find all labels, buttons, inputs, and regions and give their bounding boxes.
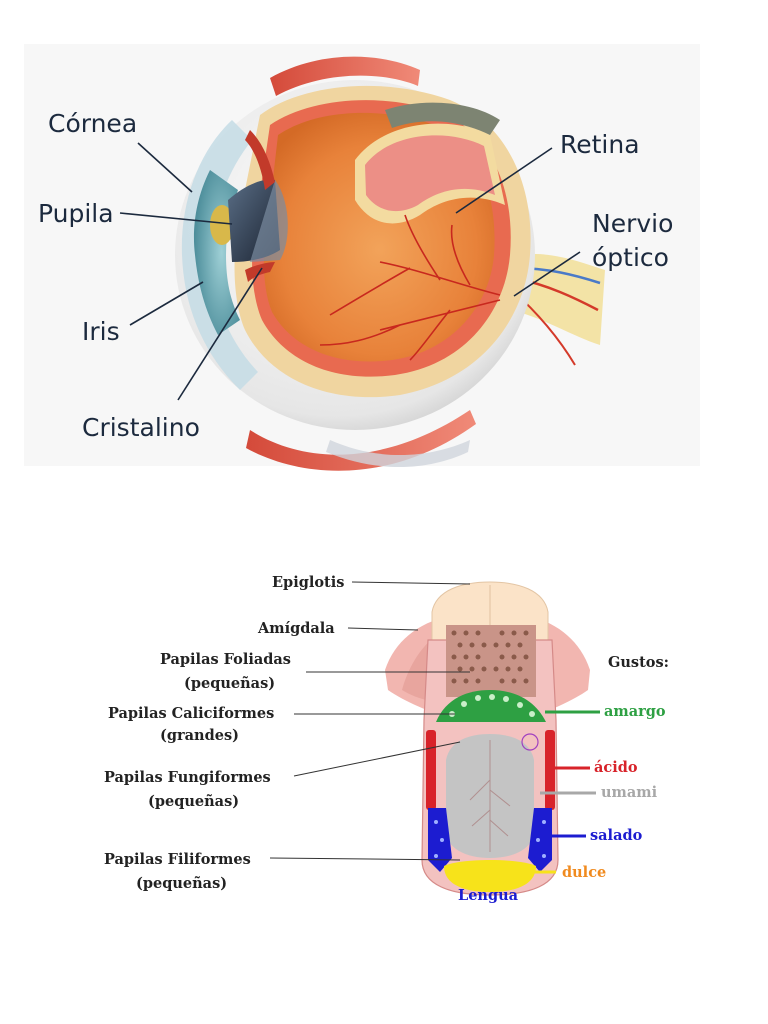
label-caliciformes-line1: Papilas Caliciformes xyxy=(108,705,274,722)
papilas-filiformes-dots xyxy=(434,820,546,858)
gusto-dulce: dulce xyxy=(562,864,606,881)
eye-leader-lines xyxy=(119,142,581,401)
label-caliciformes-line2: (grandes) xyxy=(160,727,239,744)
ciliary-body-top xyxy=(245,130,275,190)
gusto-acido: ácido xyxy=(594,759,638,776)
retina-layer xyxy=(365,135,495,212)
label-nervio-line1: Nervio xyxy=(592,209,673,238)
label-pupila: Pupila xyxy=(38,199,114,228)
label-retina: Retina xyxy=(560,130,640,159)
label-iris: Iris xyxy=(82,317,120,346)
papilas-foliadas-area xyxy=(446,625,536,697)
gusto-salado: salado xyxy=(590,827,643,844)
zona-acido-left xyxy=(426,730,436,810)
eye-muscle-bottom xyxy=(246,410,476,471)
label-fungiformes-line1: Papilas Fungiformes xyxy=(104,769,271,786)
pupil-ring xyxy=(210,205,234,245)
gustos-title: Gustos: xyxy=(608,654,669,671)
label-foliadas-line1: Papilas Foliadas xyxy=(160,651,291,668)
zona-acido-right xyxy=(545,730,555,810)
zona-amargo xyxy=(436,690,546,722)
papilas-caliciformes xyxy=(449,694,535,717)
label-nervio-line2: óptico xyxy=(592,243,669,272)
sclera-cut-section xyxy=(385,102,500,135)
cornea xyxy=(181,120,258,390)
tongue-leader-lines xyxy=(269,581,600,874)
eye-muscle-top xyxy=(270,56,420,96)
label-foliadas-line2: (pequeñas) xyxy=(184,675,275,692)
label-cornea: Córnea xyxy=(48,109,137,138)
papilas-foliadas-dots xyxy=(451,630,529,684)
label-filiformes-line2: (pequeñas) xyxy=(136,875,227,892)
label-filiformes-line1: Papilas Filiformes xyxy=(104,851,251,868)
eye-tendon-bottom xyxy=(326,440,470,468)
eye-diagram: Córnea Pupila Iris Cristalino Retina Ner… xyxy=(24,44,700,471)
label-lengua: Lengua xyxy=(458,887,519,904)
gusto-amargo: amargo xyxy=(604,703,666,720)
gusto-umami: umami xyxy=(601,784,658,801)
zona-dulce xyxy=(444,860,536,892)
papila-fungiforme-marker xyxy=(521,733,539,751)
label-epiglotis: Epiglotis xyxy=(272,574,344,591)
label-amigdala: Amígdala xyxy=(257,620,335,637)
tongue-diagram: Epiglotis Amígdala Papilas Foliadas (peq… xyxy=(104,574,669,904)
lens xyxy=(250,180,288,262)
label-cristalino: Cristalino xyxy=(82,413,200,442)
retinal-blood-vessels xyxy=(319,214,501,361)
label-fungiformes-line2: (pequeñas) xyxy=(148,793,239,810)
